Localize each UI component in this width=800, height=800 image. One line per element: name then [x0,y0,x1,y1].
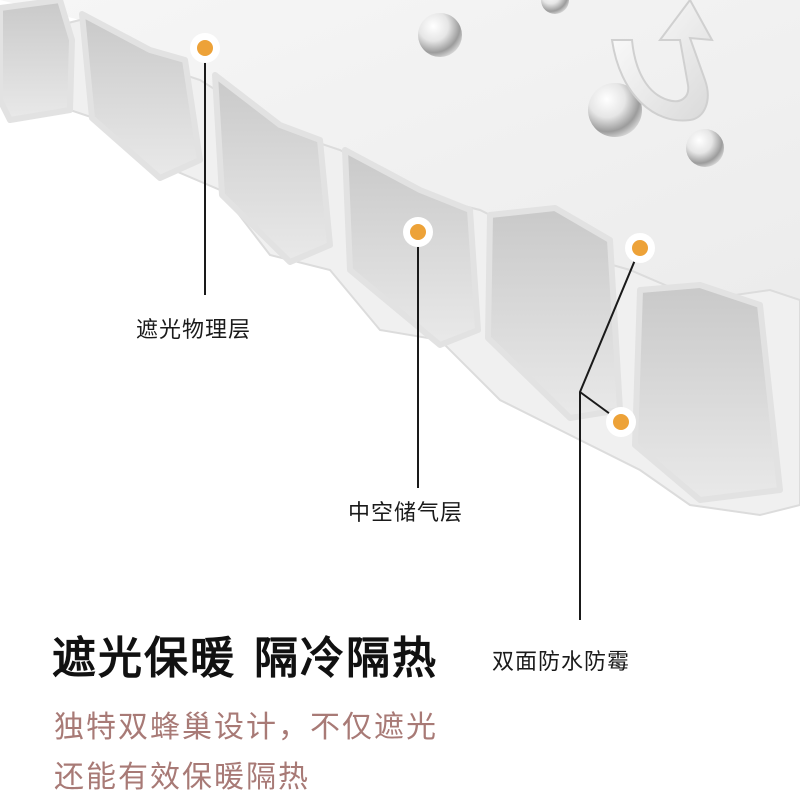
water-droplets [418,0,724,167]
leader-lines [204,48,641,620]
honeycomb-cell [212,72,333,265]
water-droplet-icon [588,83,642,137]
curved-arrow-icon [610,0,714,122]
headline-part-2: 隔冷隔热 [254,633,438,684]
water-droplet-icon [418,13,462,57]
honeycomb-cell [342,147,481,348]
shade-top-surface [0,0,800,300]
marker-dot-icon [403,217,433,247]
description-line-1: 独特双蜂巢设计，不仅遮光 [54,710,438,745]
callout-air-layer: 中空储气层 [348,501,464,526]
marker-dot-icon [625,233,655,263]
honeycomb-cell [0,0,75,123]
headline-part-1: 遮光保暖 [52,633,236,684]
water-droplet-icon [541,0,569,14]
callout-waterproof: 双面防水防霉 [492,650,631,675]
honeycomb-cell [79,11,203,181]
callout-shading-layer: 遮光物理层 [136,318,252,343]
marker-dots [190,33,655,437]
description-line-2: 还能有效保暖隔热 [54,760,310,795]
honeycomb-cell [632,282,783,503]
headline: 遮光保暖隔冷隔热 [52,622,438,686]
marker-dot-icon [190,33,220,63]
marker-dot-icon [606,407,636,437]
water-droplet-icon [686,129,724,167]
